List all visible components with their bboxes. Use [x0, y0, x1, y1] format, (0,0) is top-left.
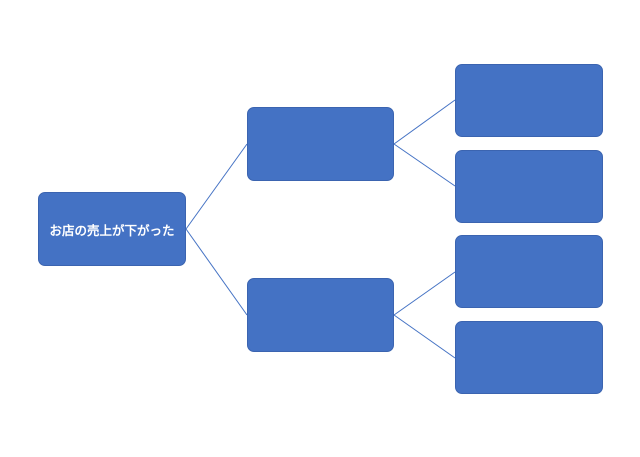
connector-l1a-to-l2a	[393, 99, 456, 145]
connector-l1a-to-l2b	[393, 143, 456, 187]
level2-node-1[interactable]	[455, 64, 603, 137]
root-node[interactable]: お店の売上が下がった	[38, 192, 186, 266]
level1-node-2[interactable]	[247, 278, 394, 352]
level1-node-1[interactable]	[247, 107, 394, 181]
level2-node-4[interactable]	[455, 321, 603, 394]
connector-l1b-to-l2c	[393, 271, 456, 316]
level2-node-3[interactable]	[455, 235, 603, 308]
connector-root-to-l1a	[185, 143, 248, 230]
connector-l1b-to-l2d	[393, 314, 456, 359]
connector-root-to-l1b	[185, 228, 248, 316]
level2-node-2[interactable]	[455, 150, 603, 223]
root-node-label: お店の売上が下がった	[49, 222, 175, 238]
